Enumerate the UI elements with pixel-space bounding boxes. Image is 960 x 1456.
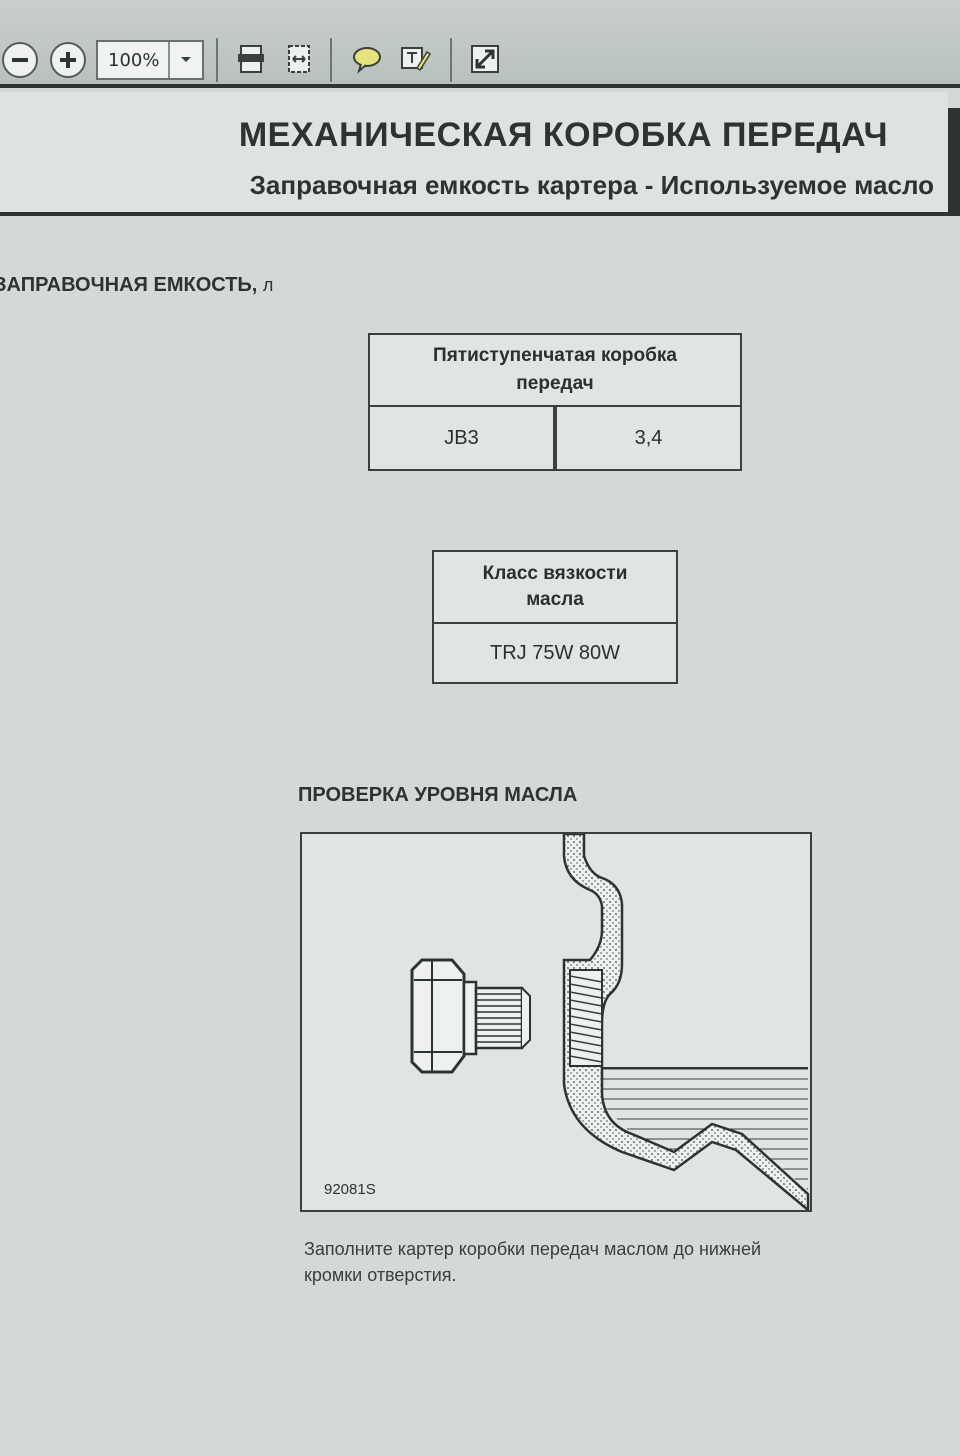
header-side-bar xyxy=(948,108,960,216)
expand-icon xyxy=(471,45,499,73)
zoom-out-button[interactable] xyxy=(2,42,38,78)
fit-page-icon xyxy=(238,45,264,73)
zoom-dropdown-button[interactable] xyxy=(168,42,202,78)
page-title: МЕХАНИЧЕСКАЯ КОРОБКА ПЕРЕДАЧ xyxy=(238,116,888,154)
oil-table-header-text: Класс вязкости масла xyxy=(482,563,628,610)
toolbar-separator xyxy=(450,38,452,82)
toolbar-separator xyxy=(330,38,332,82)
capacity-table-header: Пятиступенчатая коробка передач xyxy=(368,333,742,407)
gearbox-model-cell: JB3 xyxy=(368,405,557,471)
figure-caption: Заполните картер коробки передач маслом … xyxy=(304,1239,762,1285)
viewer-toolbar: 100% xyxy=(0,0,960,88)
zoom-in-button[interactable] xyxy=(50,42,86,78)
capacity-heading: ЗАПРАВОЧНАЯ ЕМКОСТЬ, л xyxy=(0,274,273,297)
comment-button[interactable] xyxy=(350,42,384,76)
gearbox-volume-cell: 3,4 xyxy=(554,405,742,471)
zoom-select[interactable]: 100% xyxy=(96,40,204,80)
comment-icon xyxy=(353,47,381,74)
oil-table-header: Класс вязкости масла xyxy=(432,550,678,624)
oil-level-check-heading: ПРОВЕРКА УРОВНЯ МАСЛА xyxy=(298,784,578,806)
oil-grade-cell: TRJ 75W 80W xyxy=(432,622,678,684)
figure-code: 92081S xyxy=(324,1181,376,1198)
fit-width-button[interactable] xyxy=(282,42,316,76)
expand-button[interactable] xyxy=(468,42,502,76)
markup-button[interactable] xyxy=(398,42,432,76)
capacity-table: Пятиступенчатая коробка передач JB3 3,4 xyxy=(368,333,742,471)
capacity-table-header-text: Пятиступенчатая коробка передач xyxy=(433,345,677,394)
capacity-heading-text: ЗАПРАВОЧНАЯ ЕМКОСТЬ, xyxy=(0,274,258,296)
toolbar-separator xyxy=(216,38,218,82)
document-header xyxy=(0,92,948,216)
fit-width-icon xyxy=(288,45,310,73)
zoom-out-icon xyxy=(12,58,28,62)
chevron-down-icon xyxy=(181,57,191,62)
oil-level-diagram: 92081S xyxy=(300,832,812,1212)
fit-page-button[interactable] xyxy=(234,42,268,76)
oil-table: Класс вязкости масла TRJ 75W 80W xyxy=(432,550,678,684)
drain-plug-illustration xyxy=(410,834,810,1210)
capacity-unit: л xyxy=(262,275,274,295)
zoom-in-icon xyxy=(60,52,76,68)
markup-icon xyxy=(401,47,431,72)
page-subtitle: Заправочная емкость картера - Используем… xyxy=(249,170,934,200)
zoom-value: 100% xyxy=(108,50,160,71)
